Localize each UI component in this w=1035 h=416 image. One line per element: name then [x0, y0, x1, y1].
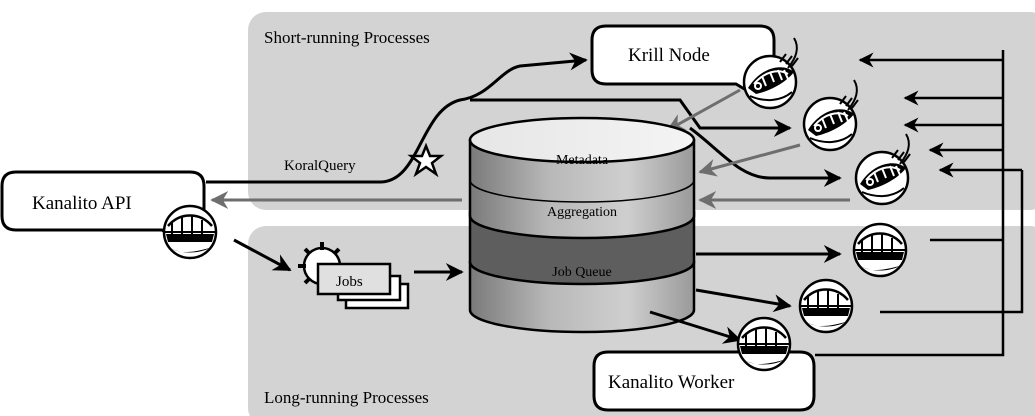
feedback-lines	[815, 50, 1024, 357]
jobs-stack: Jobs	[298, 242, 410, 310]
long-running-label: Long-running Processes	[264, 388, 429, 407]
bridge-icon	[852, 222, 908, 278]
database-cylinder: Metadata Aggregation Job Queue	[468, 116, 696, 334]
response-arrows	[210, 88, 850, 209]
metadata-label: Metadata	[556, 153, 609, 168]
bridge-icon	[798, 278, 854, 334]
short-running-region	[248, 12, 1035, 210]
aggregation-label: Aggregation	[547, 205, 617, 220]
bridge-icon	[736, 316, 792, 372]
kanalito-api-label: Kanalito API	[32, 193, 132, 214]
bridge-icon	[162, 204, 218, 260]
koral-query-label: KoralQuery	[284, 158, 356, 174]
kanalito-worker-label: Kanalito Worker	[608, 372, 735, 393]
krill-node-label: Krill Node	[628, 45, 710, 66]
krill-node: Krill Node	[590, 24, 776, 100]
job-queue-label: Job Queue	[552, 265, 612, 280]
short-running-label: Short-running Processes	[264, 28, 430, 47]
job-arrows	[233, 238, 842, 344]
jobs-label: Jobs	[336, 274, 363, 290]
star-icon	[407, 142, 445, 178]
